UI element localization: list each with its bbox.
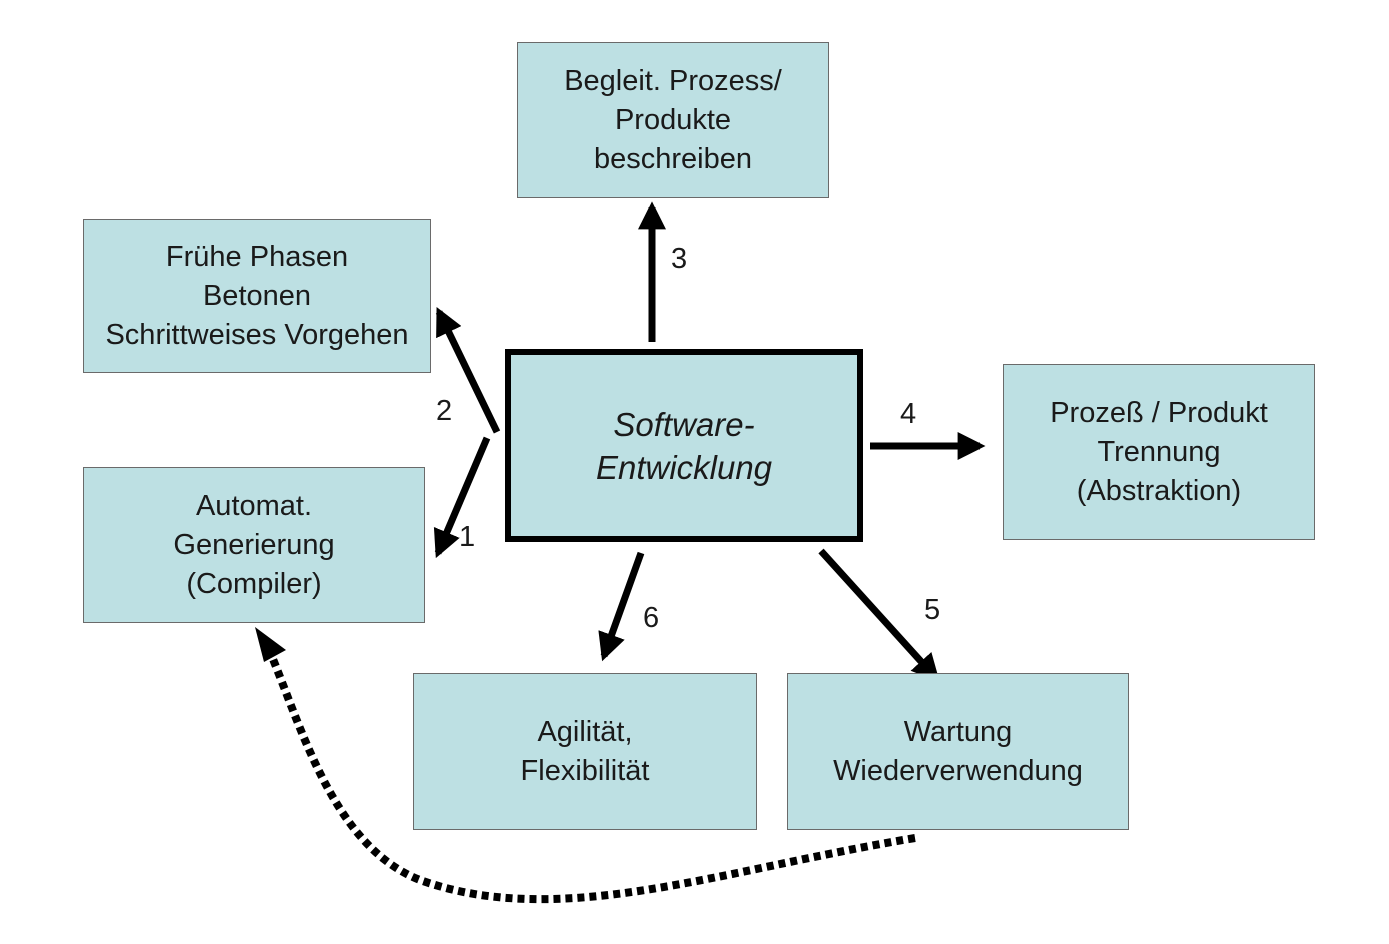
label-5: 5 — [924, 594, 941, 626]
box-line: Frühe Phasen — [165, 240, 349, 273]
box-line: Betonen — [202, 279, 312, 312]
arrow-6 — [598, 551, 645, 662]
box-line: Wiederverwendung — [833, 754, 1083, 787]
box-line: Trennung — [1097, 435, 1221, 468]
box-prozess-produkt-trennung: Prozeß / Produkt Trennung (Abstraktion) — [1003, 364, 1315, 540]
box-fruehe-phasen: Frühe Phasen Betonen Schrittweises Vorge… — [83, 219, 431, 373]
box-line: (Compiler) — [186, 567, 322, 600]
box-line: Generierung — [173, 528, 335, 561]
arrow-2 — [435, 306, 501, 434]
box-wartung: Wartung Wiederverwendung — [787, 673, 1129, 830]
label-4: 4 — [900, 398, 917, 430]
box-agilitaet: Agilität, Flexibilität — [413, 673, 757, 830]
label-2: 2 — [436, 395, 453, 427]
box-line: Entwicklung — [595, 448, 773, 486]
box-line: Prozeß / Produkt — [1050, 396, 1268, 429]
box-begleit-prozess: Begleit. Prozess/ Produkte beschreiben — [517, 42, 829, 198]
arrow-1 — [433, 436, 491, 559]
box-line: Flexibilität — [520, 754, 650, 787]
box-line: beschreiben — [594, 142, 752, 175]
box-automat-generierung: Automat. Generierung (Compiler) — [83, 467, 425, 623]
label-1: 1 — [459, 521, 476, 553]
label-3: 3 — [671, 243, 688, 275]
box-line: Begleit. Prozess/ — [564, 64, 782, 97]
label-6: 6 — [643, 602, 660, 634]
box-line: Produkte — [614, 103, 732, 136]
box-line: Agilität, — [537, 715, 633, 748]
dotted-arrow-head — [255, 627, 286, 662]
box-line: (Abstraktion) — [1076, 474, 1242, 507]
box-line: Software- — [613, 405, 755, 443]
arrow-5 — [818, 548, 940, 683]
box-line: Schrittweises Vorgehen — [105, 318, 409, 351]
box-software-entwicklung: Software- Entwicklung — [505, 349, 863, 542]
box-line: Automat. — [195, 489, 313, 522]
dotted-feedback-arrow — [261, 638, 916, 904]
box-line: Wartung — [903, 715, 1013, 748]
